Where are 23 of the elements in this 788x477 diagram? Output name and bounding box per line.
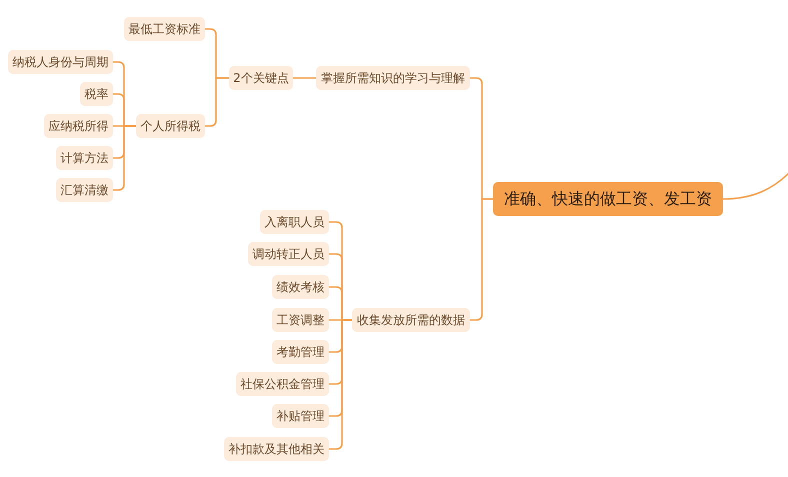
topic-box: 入离职人员 <box>260 210 329 234</box>
topic-box: 汇算清缴 <box>56 178 113 202</box>
topic-box: 最低工资标准 <box>124 17 205 41</box>
topic-box: 应纳税所得 <box>44 114 113 138</box>
topic-box: 个人所得税 <box>136 114 205 138</box>
central-topic: 准确、快速的做工资、发工资 <box>493 182 723 216</box>
connector-line <box>113 125 136 191</box>
topic-box: 考勤管理 <box>272 340 329 364</box>
topic-box: 补贴管理 <box>272 404 329 428</box>
topic-box: 纳税人身份与周期 <box>8 50 113 74</box>
topic-box: 2个关键点 <box>229 66 293 90</box>
topic-box: 税率 <box>80 82 113 106</box>
topic-box: 补扣款及其他相关 <box>224 437 329 461</box>
topic-box: 工资调整 <box>272 308 329 332</box>
connector-line <box>722 171 788 200</box>
connector-line <box>205 77 229 127</box>
topic-box: 社保公积金管理 <box>236 372 329 396</box>
topic-box: 绩效考核 <box>272 275 329 299</box>
topic-box: 掌握所需知识的学习与理解 <box>316 66 470 90</box>
topic-box: 计算方法 <box>56 146 113 170</box>
topic-box: 收集发放所需的数据 <box>352 308 470 332</box>
connector-line <box>293 77 316 79</box>
topic-box: 调动转正人员 <box>248 242 329 266</box>
